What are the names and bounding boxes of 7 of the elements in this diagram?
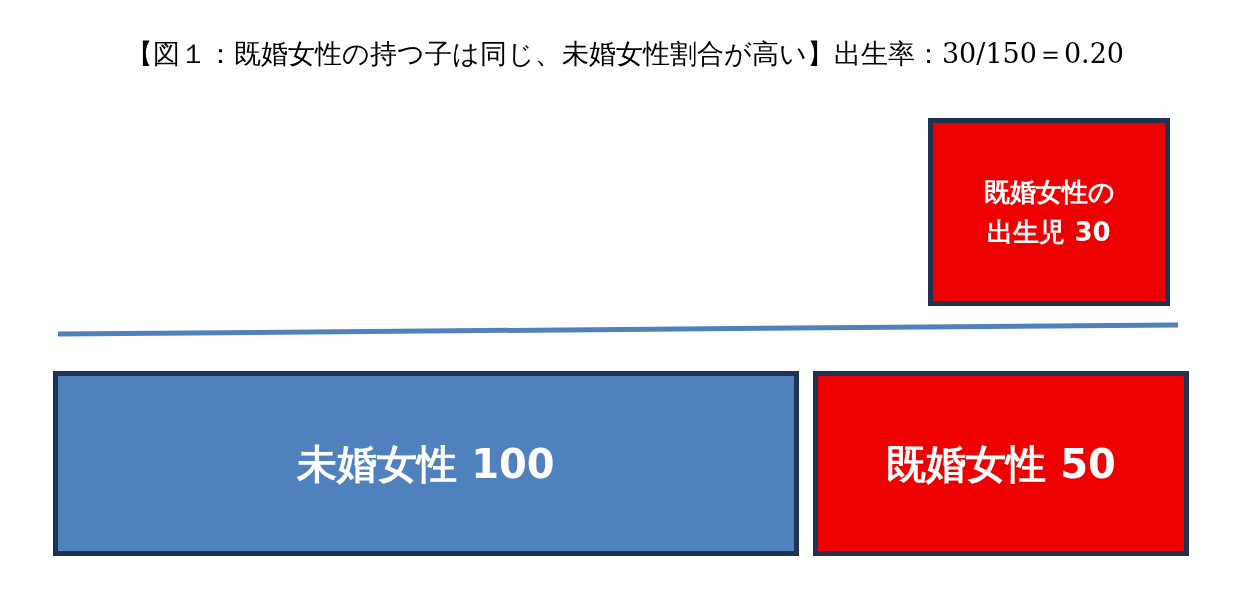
- population-box: [53, 371, 799, 556]
- population-box: [813, 371, 1189, 556]
- box-label: 未婚女性 100: [297, 439, 555, 489]
- box-label: 既婚女性の出生児 30: [982, 175, 1116, 249]
- box-label: 既婚女性 50: [886, 439, 1116, 489]
- count-box: [928, 118, 1170, 306]
- title: 【図１：既婚女性の持つ子は同じ、未婚女性割合が高い】出生率：30/150＝0.20: [124, 37, 1126, 71]
